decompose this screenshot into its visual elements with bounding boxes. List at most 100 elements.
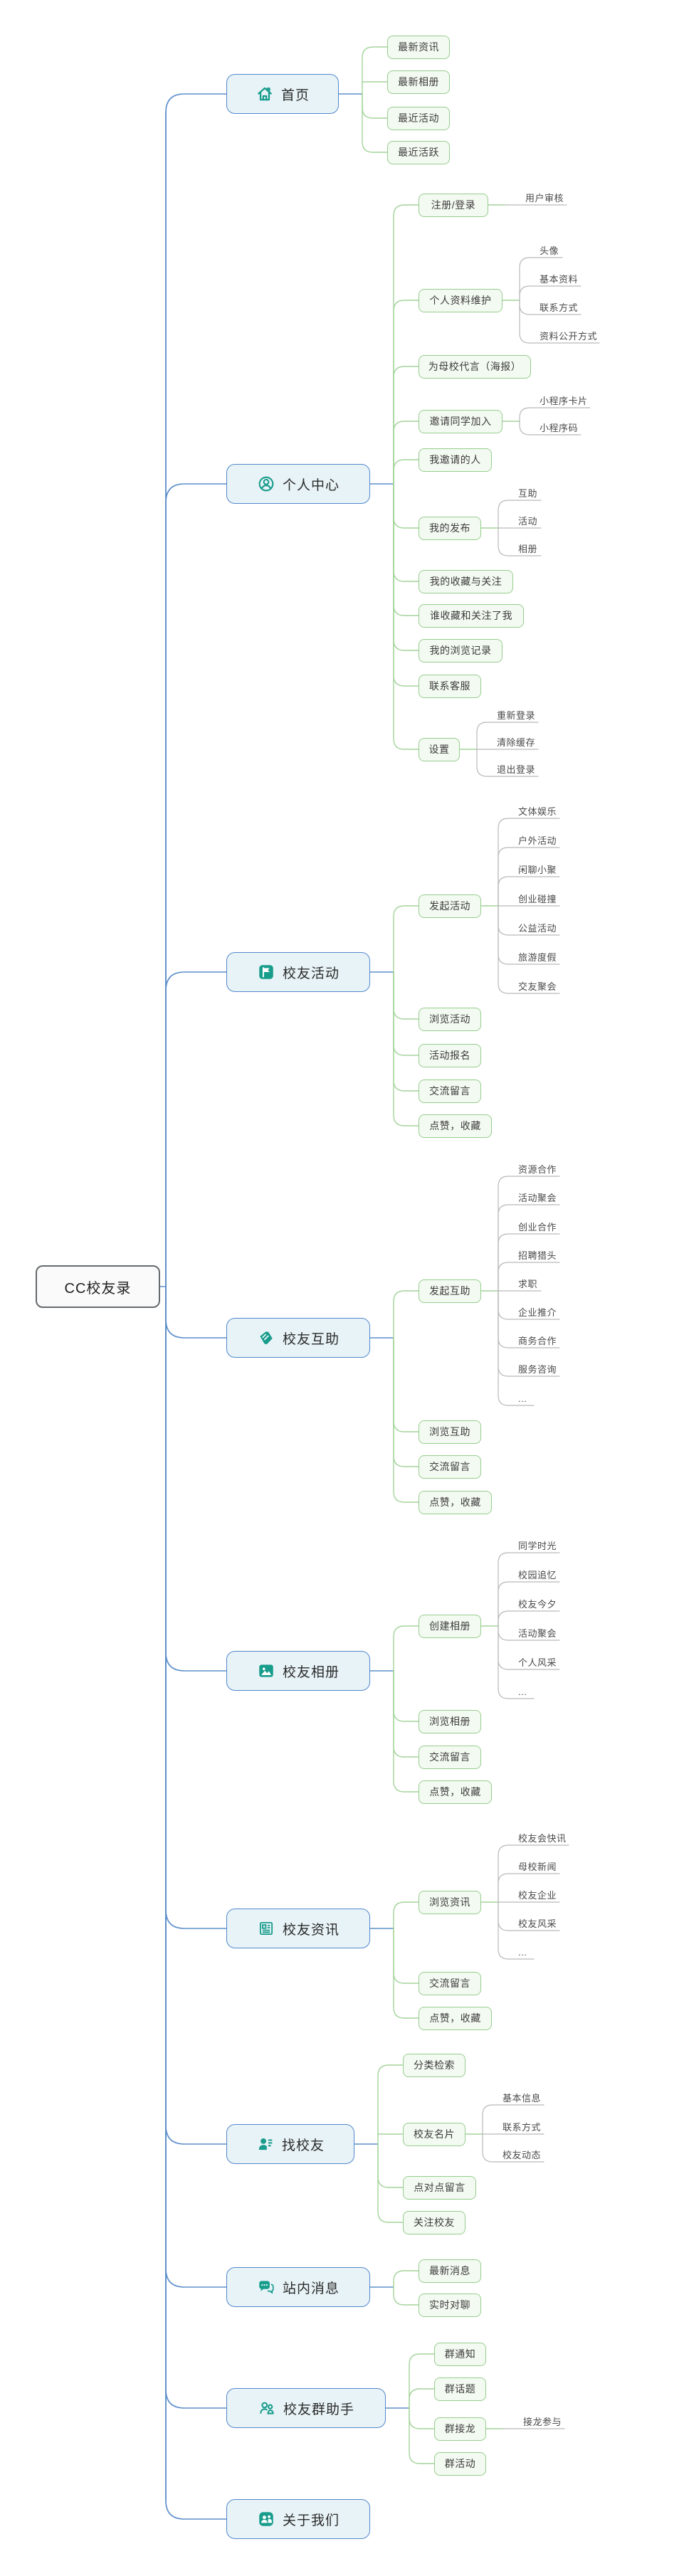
leaf-node[interactable]: 校友风采 [518, 1918, 557, 1929]
topic-node[interactable]: 点对点留言 [403, 2175, 476, 2200]
topic-node[interactable]: 交流留言 [419, 1971, 481, 1995]
leaf-node[interactable]: 旅游度假 [518, 952, 557, 963]
leaf-node[interactable]: 相册 [518, 544, 538, 554]
chat-icon [257, 2278, 275, 2296]
node-label: 校友资讯 [282, 1922, 340, 1938]
branch-node-alumni-album[interactable]: 校友相册 [226, 1651, 370, 1691]
topic-node[interactable]: 点赞，收藏 [419, 2006, 492, 2030]
topic-node[interactable]: 注册/登录 [419, 193, 488, 217]
leaf-node[interactable]: 个人风采 [518, 1657, 557, 1668]
branch-node-find-alumni[interactable]: 找校友 [226, 2124, 354, 2164]
topic-node[interactable]: 浏览活动 [419, 1007, 481, 1031]
leaf-node[interactable]: 母校新闻 [518, 1862, 557, 1872]
leaf-node[interactable]: 校友会快讯 [518, 1833, 567, 1844]
leaf-node[interactable]: 小程序码 [540, 423, 579, 433]
leaf-node[interactable]: 头像 [540, 246, 559, 256]
branch-node-personal-center[interactable]: 个人中心 [226, 464, 370, 504]
topic-node[interactable]: 交流留言 [419, 1079, 481, 1103]
leaf-node[interactable]: 服务咨询 [518, 1364, 557, 1375]
leaf-node[interactable]: 退出登录 [497, 764, 536, 775]
topic-node[interactable]: 浏览互助 [419, 1420, 481, 1444]
topic-node[interactable]: 为母校代言（海报） [419, 354, 531, 379]
leaf-node[interactable]: 校园追忆 [518, 1570, 557, 1580]
leaf-node[interactable]: 求职 [518, 1279, 538, 1289]
leaf-node[interactable]: 资料公开方式 [540, 331, 598, 342]
topic-node[interactable]: 最近活动 [387, 106, 450, 130]
leaf-node[interactable]: ... [518, 1686, 527, 1697]
leaf-node[interactable]: ... [518, 1947, 527, 1958]
topic-node[interactable]: 创建相册 [419, 1614, 481, 1638]
leaf-node[interactable]: 基本资料 [540, 274, 579, 285]
topic-node[interactable]: 交流留言 [419, 1745, 481, 1769]
leaf-node[interactable]: 校友企业 [518, 1890, 557, 1901]
topic-node[interactable]: 浏览相册 [419, 1709, 481, 1733]
leaf-node[interactable]: 商务合作 [518, 1336, 557, 1346]
branch-node-alumni-mutual-aid[interactable]: 校友互助 [226, 1318, 370, 1358]
branch-node-about-us[interactable]: 关于我们 [226, 2499, 370, 2539]
root-node[interactable]: CC校友录 [36, 1265, 160, 1308]
topic-node[interactable]: 设置 [419, 737, 460, 761]
leaf-node[interactable]: 联系方式 [503, 2122, 542, 2133]
leaf-node[interactable]: 创业碰撞 [518, 894, 557, 904]
topic-node[interactable]: 关注校友 [403, 2210, 465, 2234]
topic-node[interactable]: 我的发布 [419, 516, 481, 540]
topic-node[interactable]: 联系客服 [419, 674, 481, 698]
leaf-node[interactable]: 清除缓存 [497, 737, 536, 748]
topic-node[interactable]: 谁收藏和关注了我 [419, 603, 524, 628]
leaf-node[interactable]: 户外活动 [518, 835, 557, 846]
topic-node[interactable]: 我的收藏与关注 [419, 569, 513, 593]
leaf-node[interactable]: 小程序卡片 [540, 396, 588, 406]
leaf-node[interactable]: 招聘猎头 [518, 1250, 557, 1261]
topic-node[interactable]: 发起活动 [419, 894, 481, 918]
branch-node-alumni-activity[interactable]: 校友活动 [226, 952, 370, 992]
leaf-node[interactable]: 创业合作 [518, 1222, 557, 1232]
leaf-node[interactable]: 活动 [518, 516, 538, 527]
leaf-node[interactable]: 校友今夕 [518, 1599, 557, 1610]
topic-node[interactable]: 群活动 [434, 2451, 486, 2476]
topic-node[interactable]: 最新相册 [387, 70, 450, 94]
node-label: 首页 [280, 88, 310, 103]
leaf-node[interactable]: ... [518, 1393, 527, 1404]
leaf-node[interactable]: 互助 [518, 488, 538, 499]
leaf-node[interactable]: 联系方式 [540, 302, 579, 313]
topic-node[interactable]: 群话题 [434, 2377, 486, 2401]
topic-node[interactable]: 分类检索 [403, 2053, 465, 2077]
leaf-node[interactable]: 接龙参与 [523, 2417, 562, 2427]
topic-node[interactable]: 个人资料维护 [419, 288, 503, 312]
leaf-node[interactable]: 用户审核 [525, 193, 564, 204]
leaf-node[interactable]: 校友动态 [503, 2150, 542, 2160]
branch-node-alumni-news[interactable]: 校友资讯 [226, 1909, 370, 1948]
node-label: 站内消息 [282, 2281, 340, 2296]
topic-node[interactable]: 最近活跃 [387, 140, 450, 164]
topic-node[interactable]: 实时对聊 [419, 2293, 481, 2317]
leaf-node[interactable]: 活动聚会 [518, 1193, 557, 1203]
leaf-node[interactable]: 公益活动 [518, 923, 557, 934]
leaf-node[interactable]: 同学时光 [518, 1541, 557, 1551]
topic-node[interactable]: 群接龙 [434, 2417, 486, 2441]
topic-node[interactable]: 我的浏览记录 [419, 638, 503, 663]
leaf-node[interactable]: 闲聊小聚 [518, 865, 557, 875]
leaf-node[interactable]: 企业推介 [518, 1307, 557, 1318]
topic-node[interactable]: 校友名片 [403, 2122, 465, 2146]
topic-node[interactable]: 浏览资讯 [419, 1890, 481, 1914]
branch-node-group-assistant[interactable]: 校友群助手 [226, 2388, 386, 2428]
topic-node[interactable]: 邀请同学加入 [419, 409, 503, 433]
branch-node-site-messages[interactable]: 站内消息 [226, 2267, 370, 2307]
branch-node-home[interactable]: 首页 [226, 74, 339, 114]
topic-node[interactable]: 最新资讯 [387, 35, 450, 59]
topic-node[interactable]: 群通知 [434, 2342, 486, 2366]
leaf-node[interactable]: 活动聚会 [518, 1628, 557, 1639]
leaf-node[interactable]: 交友聚会 [518, 981, 557, 992]
topic-node[interactable]: 最新消息 [419, 2259, 481, 2283]
leaf-node[interactable]: 文体娱乐 [518, 806, 557, 817]
topic-node[interactable]: 活动报名 [419, 1043, 481, 1067]
leaf-node[interactable]: 资源合作 [518, 1164, 557, 1175]
topic-node[interactable]: 点赞，收藏 [419, 1490, 492, 1514]
leaf-node[interactable]: 基本信息 [503, 2093, 542, 2103]
topic-node[interactable]: 点赞，收藏 [419, 1114, 492, 1138]
topic-node[interactable]: 点赞，收藏 [419, 1780, 492, 1804]
topic-node[interactable]: 交流留言 [419, 1455, 481, 1479]
topic-node[interactable]: 发起互助 [419, 1279, 481, 1303]
topic-node[interactable]: 我邀请的人 [419, 448, 492, 472]
leaf-node[interactable]: 重新登录 [497, 710, 536, 721]
